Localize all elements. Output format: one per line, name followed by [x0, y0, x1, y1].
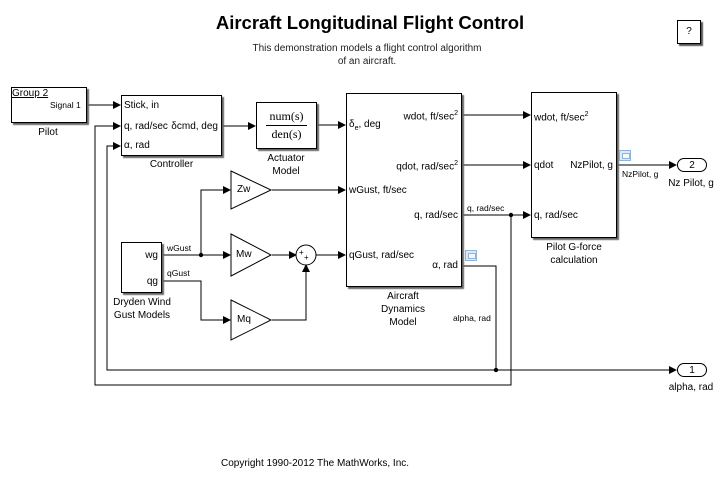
aircraft-input-wgust: wGust, ft/sec	[349, 185, 407, 196]
dryden-output-qg: qg	[146, 276, 158, 287]
gforce-input-q: q, rad/sec	[534, 210, 578, 221]
actuator-numerator: num(s)	[269, 109, 304, 123]
dryden-output-wg: wg	[145, 250, 158, 261]
outport-nz-pilot[interactable]: 2	[677, 158, 707, 172]
branch-point-q	[508, 212, 514, 218]
aircraft-output-qdot: qdot, rad/sec2	[396, 160, 458, 173]
aircraft-dynamics-block[interactable]: δe, deg wdot, ft/sec2 qdot, rad/sec2 wGu…	[346, 93, 462, 287]
controller-output-dcmd: δcmd, deg	[171, 121, 218, 132]
pilot-gforce-block[interactable]: wdot, ft/sec2 qdot NzPilot, g q, rad/sec	[531, 92, 617, 238]
wire-alpha	[106, 142, 497, 371]
gforce-input-qdot: qdot	[534, 160, 554, 171]
signal-viewer-alpha-icon[interactable]	[465, 250, 477, 261]
pilot-group-label: Group 2	[12, 88, 49, 99]
outport-nz-caption: Nz Pilot, g	[668, 178, 714, 189]
pilot-caption: Pilot	[38, 127, 58, 138]
pilot-gforce-caption: Pilot G-force calculation	[546, 242, 602, 266]
help-button[interactable]: ?	[677, 20, 701, 44]
signal-label-alpha: alpha, rad	[453, 313, 491, 323]
sum-sign-bottom: +	[304, 253, 309, 262]
outport-alpha[interactable]: 1	[677, 363, 707, 377]
page-title: Aircraft Longitudinal Flight Control	[215, 12, 525, 33]
controller-input-q: q, rad/sec	[124, 121, 168, 132]
gforce-input-wdot: wdot, ft/sec2	[534, 111, 589, 124]
signal-viewer-nzpilot-icon[interactable]	[619, 150, 631, 161]
sum-shape	[295, 244, 317, 266]
gain-zw[interactable]: Zw	[237, 184, 251, 195]
aircraft-output-q: q, rad/sec	[414, 210, 458, 221]
signal-label-qgust: qGust	[167, 268, 190, 278]
aircraft-caption: Aircraft Dynamics Model	[381, 291, 425, 328]
signal-label-nzpilot: NzPilot, g	[622, 169, 659, 179]
signal-label-wgust: wGust	[167, 243, 192, 253]
branch-point-wgust	[198, 252, 204, 258]
dryden-gust-block[interactable]: wg qg	[121, 242, 162, 293]
gain-mq[interactable]: Mq	[237, 314, 251, 325]
dryden-caption: Dryden Wind Gust Models	[113, 297, 171, 321]
outport-alpha-caption: alpha, rad	[668, 382, 714, 393]
gain-zw-shape	[230, 170, 273, 210]
signal-label-q: q, rad/sec	[467, 203, 505, 213]
wire-wgust-zw	[200, 186, 231, 255]
actuator-block[interactable]: num(s) den(s)	[256, 102, 317, 149]
wire-qgust-mq	[162, 280, 231, 324]
wire-q-feedback	[94, 122, 512, 386]
gain-mw[interactable]: Mw	[236, 249, 252, 260]
controller-block[interactable]: Stick, in q, rad/sec δcmd, deg α, rad	[121, 95, 222, 156]
controller-caption: Controller	[149, 159, 194, 170]
gain-mw-shape	[230, 233, 273, 277]
controller-input-stick: Stick, in	[124, 100, 160, 111]
branch-point-alpha	[493, 367, 499, 373]
gforce-output-nzpilot: NzPilot, g	[570, 160, 613, 171]
aircraft-input-delta: δe, deg	[349, 119, 381, 132]
aircraft-input-qgust: qGust, rad/sec	[349, 250, 415, 261]
actuator-caption: Actuator Model	[267, 153, 305, 177]
aircraft-output-wdot: wdot, ft/sec2	[403, 110, 458, 123]
actuator-denominator: den(s)	[271, 127, 302, 141]
sum-sign-left: +	[299, 248, 304, 257]
fraction-bar	[266, 125, 307, 126]
gain-mq-shape	[230, 299, 273, 341]
page-description: This demonstration models a flight contr…	[252, 43, 482, 67]
copyright: Copyright 1990-2012 The MathWorks, Inc.	[220, 458, 410, 469]
pilot-signal-label: Signal 1	[50, 100, 81, 110]
aircraft-output-alpha: α, rad	[432, 260, 458, 271]
pilot-block[interactable]: Group 2 Signal 1	[11, 87, 87, 123]
wire-mq-sum	[272, 264, 310, 321]
controller-input-alpha: α, rad	[124, 140, 150, 151]
